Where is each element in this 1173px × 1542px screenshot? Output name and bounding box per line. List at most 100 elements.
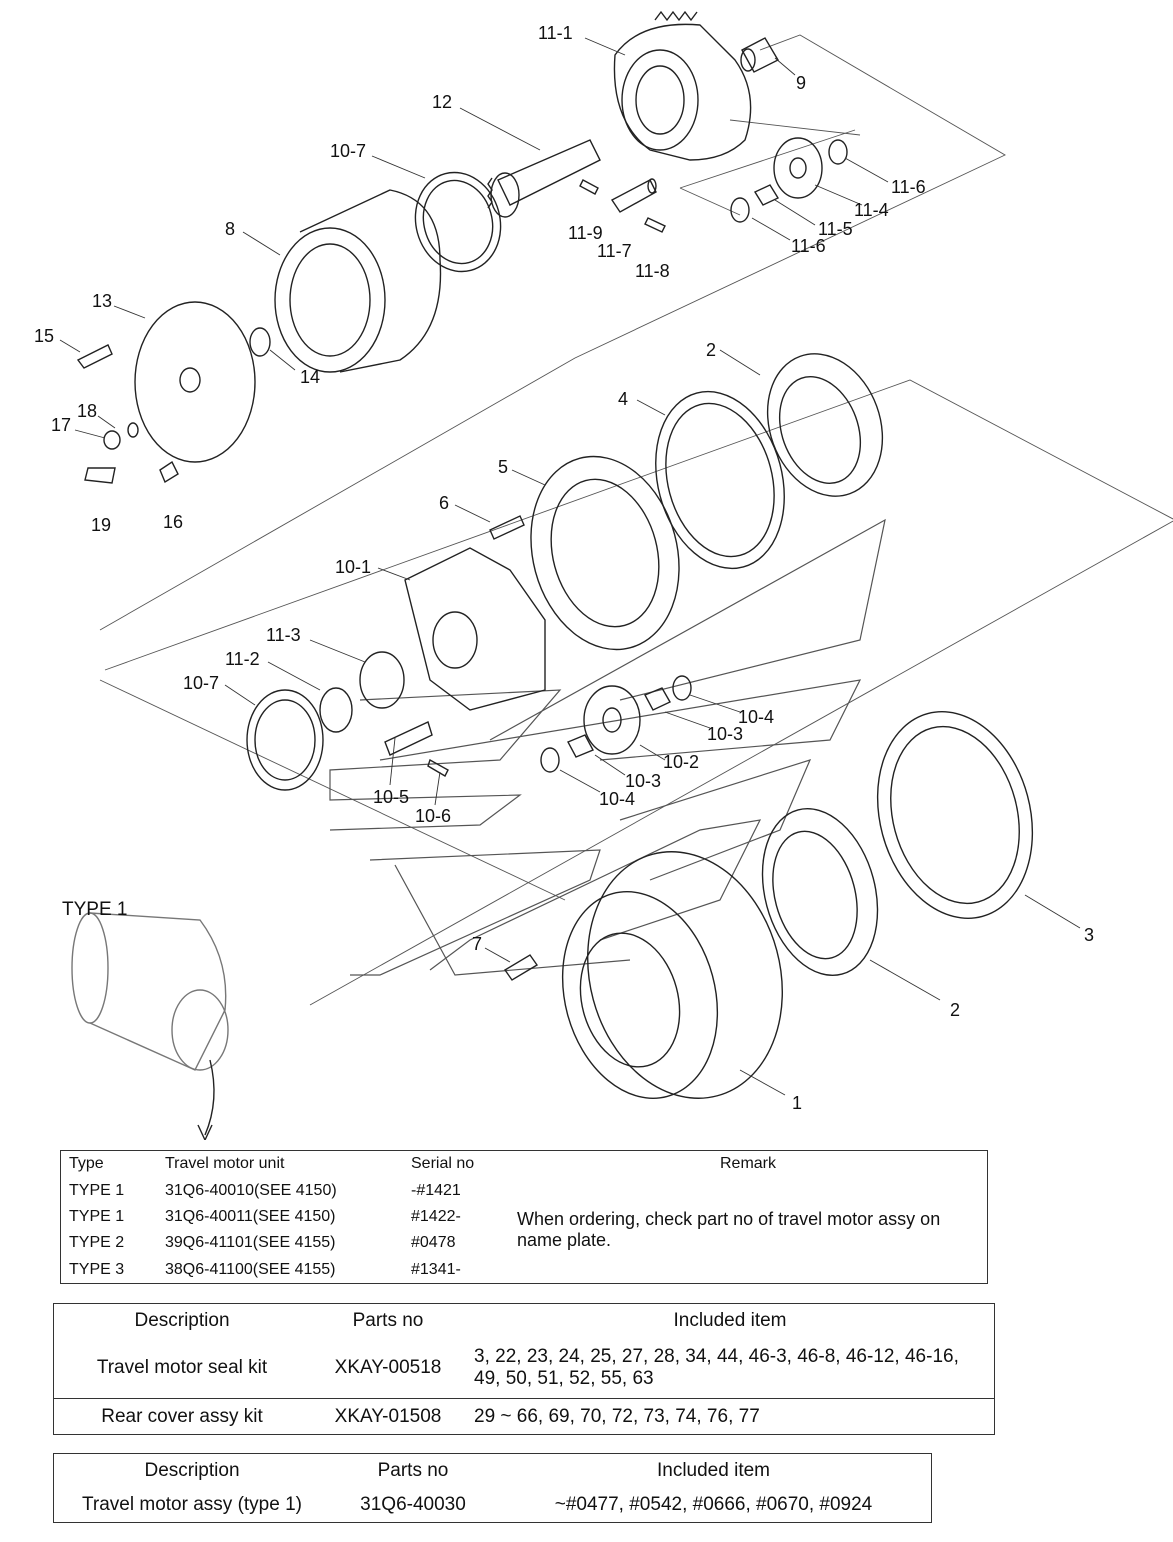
cell-unit: 31Q6-40011(SEE 4150) [165,1207,336,1225]
callout-11-4: 11-4 [854,200,889,220]
callout-1: 1 [792,1093,802,1113]
callout-2: 2 [706,340,716,360]
callout-10-3: 10-3 [707,724,743,744]
callout-4: 4 [618,389,628,409]
part-2-bearing-lower [761,807,879,977]
callout-10-3: 10-3 [625,771,661,791]
part-11-6-thrust-plate-a [828,139,848,165]
part-11-6-thrust-plate-b [730,197,750,223]
table-row: Travel motor seal kit XKAY-00518 3, 22, … [54,1339,995,1399]
callout-8: 8 [225,219,235,239]
callout-5: 5 [498,457,508,477]
part-2-bearing-upper [766,353,884,497]
cell-type: TYPE 3 [69,1260,125,1278]
part-16-plug [159,460,179,484]
col-header-serial: Serial no [411,1155,475,1173]
part-10-3-needle-bearing-b [567,734,594,758]
cell-serial: #0478 [411,1234,456,1252]
callout-10-6: 10-6 [415,806,451,826]
cell-included: 29 ~ 66, 69, 70, 72, 73, 74, 76, 77 [474,1405,760,1427]
callout-10-1: 10-1 [335,557,371,577]
table-row: TYPE 1 31Q6-40011(SEE 4150) #1422- [61,1204,988,1230]
callout-10-4: 10-4 [599,789,635,809]
callout-11-6: 11-6 [891,177,926,197]
part-11-1-carrier [613,10,752,161]
part-8-ring-gear [274,189,442,373]
cell-unit: 39Q6-41101(SEE 4155) [165,1234,336,1252]
callout-7: 7 [472,934,482,954]
part-1-housing [561,851,783,1099]
type-1-label: TYPE 1 [62,899,128,920]
col-header-included: Included item [673,1310,787,1332]
table-row: TYPE 1 31Q6-40010(SEE 4150) -#1421 When … [61,1177,988,1251]
part-11-9-pin [579,179,599,195]
part-6-bolt [489,515,525,540]
part-10-4-thrust-plate-b [540,747,560,773]
callout-10-5: 10-5 [373,787,409,807]
part-11-8-pin [644,217,666,233]
callout-3: 3 [1084,925,1094,945]
part-13-cover [134,301,256,463]
col-header-unit: Travel motor unit [165,1155,285,1173]
cell-included: 3, 22, 23, 24, 25, 27, 28, 34, 44, 46-3,… [474,1346,959,1390]
exploded-parts-diagram: 11-1 9 12 10-7 8 11-6 11-4 11-5 11-6 11-… [34,10,1173,1140]
callout-10-2: 10-2 [663,752,699,772]
part-17-plug [103,430,121,450]
col-header-description: Description [144,1460,240,1481]
callout-9: 9 [796,73,806,93]
part-7-pin [503,954,539,981]
part-10-7-thrust-washer [414,171,502,273]
part-10-2-gear [583,685,641,755]
callout-10-7: 10-7 [183,673,219,693]
callout-11-8: 11-8 [635,261,670,281]
part-4-seal [655,390,785,570]
assembly-guide-lines [99,34,1173,1006]
callout-11-1: 11-1 [538,23,573,43]
part-9-bushing [740,37,779,73]
table-header-row: Description Parts no Included item [54,1304,995,1339]
part-15-bolt [76,344,113,369]
callout-11-5: 11-5 [818,219,853,239]
type-serial-table: Type Travel motor unit Serial no Remark … [60,1150,988,1284]
thumbnail-pointer-arrow [197,1059,215,1140]
assy-table: Description Parts no Included item Trave… [53,1453,932,1523]
col-header-description: Description [134,1310,230,1332]
cell-remark: When ordering, check part no of travel m… [517,1209,941,1251]
part-5-hub [530,455,680,651]
part-10-5-pin [384,721,433,756]
col-header-parts-no: Parts no [377,1460,449,1481]
callout-17: 17 [51,415,71,435]
part-10-3-needle-bearing-a [644,687,671,711]
callout-11-3: 11-3 [266,625,301,645]
part-3-floating-seal [876,711,1034,919]
cell-serial: #1341- [411,1260,461,1278]
table-row: Rear cover assy kit XKAY-01508 29 ~ 66, … [53,1398,995,1435]
callout-14: 14 [300,367,320,387]
part-10-4-thrust-plate-a [672,675,692,701]
callout-labels: 11-1 9 12 10-7 8 11-6 11-4 11-5 11-6 11-… [34,23,1094,1113]
callout-11-6: 11-6 [791,236,826,256]
callout-16: 16 [163,512,183,532]
part-11-7-pin [610,178,657,213]
callout-11-9: 11-9 [568,223,603,243]
callout-10-4: 10-4 [738,707,774,727]
callout-12: 12 [432,92,452,112]
part-11-5-needle-bearing [753,184,780,206]
callout-13: 13 [92,291,112,311]
cell-unit: 31Q6-40010(SEE 4150) [165,1181,337,1199]
table-header-row: Description Parts no Included item [54,1454,932,1489]
cell-description: Travel motor assy (type 1) [82,1494,302,1515]
table-row: TYPE 3 38Q6-41100(SEE 4155) #1341- [61,1257,988,1284]
callout-2: 2 [950,1000,960,1020]
table-header-row: Type Travel motor unit Serial no Remark [61,1151,988,1178]
cell-included: ~#0477, #0542, #0666, #0670, #0924 [554,1494,873,1515]
leader-lines [59,37,1081,1096]
cell-type: TYPE 1 [69,1207,125,1225]
callout-11-2: 11-2 [225,649,260,669]
callout-6: 6 [439,493,449,513]
cell-parts-no: XKAY-00518 [334,1357,442,1379]
col-header-type: Type [69,1155,104,1173]
part-11-2-gear [319,687,353,733]
part-10-7-thrust-washer-lower [246,689,324,791]
part-11-3-snap-ring [359,651,405,709]
